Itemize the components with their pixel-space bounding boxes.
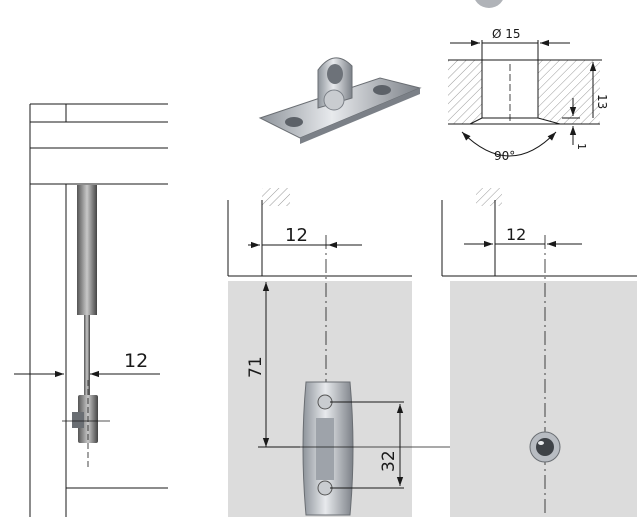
page-marker — [475, 0, 503, 8]
screw-top — [317, 394, 333, 410]
top-right-gap-label: 12 — [506, 225, 526, 244]
side-view — [29, 103, 168, 517]
bracket-plate-edge — [300, 88, 420, 144]
ball-stud-inner — [536, 438, 554, 456]
recess-label: 1 — [575, 143, 588, 150]
strut-cylinder — [77, 185, 97, 315]
top-left-gap-label: 12 — [285, 225, 308, 246]
screw-bottom — [317, 480, 333, 496]
ball-stud-head — [323, 89, 345, 111]
hatch-top-right — [476, 188, 502, 206]
front-view-right — [441, 188, 637, 517]
door-panel-right — [450, 281, 637, 517]
ball-stud-highlight — [538, 441, 544, 445]
side-gap-label: 12 — [124, 350, 148, 372]
hatch-top-left — [262, 188, 290, 206]
bracket-hole-left — [285, 117, 303, 127]
countersink-left — [469, 117, 483, 125]
hatch-left — [448, 60, 482, 124]
countersink-angle-label: 90° — [494, 149, 515, 163]
hole-spacing-label: 32 — [379, 450, 399, 472]
hole-section-detail — [448, 40, 600, 125]
hatch-right — [538, 60, 600, 124]
countersink-right — [537, 117, 561, 125]
mounting-bracket-render — [258, 57, 422, 144]
vertical-71-label: 71 — [246, 356, 266, 378]
top-right-dimension — [464, 235, 582, 517]
depth-dimension — [560, 59, 602, 118]
front-bracket — [302, 381, 354, 516]
recess-dimension — [562, 98, 580, 145]
bracket-eyelet-hole — [327, 64, 343, 84]
depth-label: 13 — [595, 94, 609, 109]
strut-rod — [84, 315, 90, 395]
bracket-hole-right — [373, 85, 391, 95]
diameter-label: Ø 15 — [492, 27, 521, 41]
bracket-slot — [316, 418, 334, 480]
hole-spacing-dimension — [330, 401, 404, 489]
gas-strut — [62, 185, 110, 470]
angle-dimension — [461, 131, 557, 157]
ball-stud — [529, 431, 561, 463]
strut-mount-pin — [72, 412, 84, 428]
